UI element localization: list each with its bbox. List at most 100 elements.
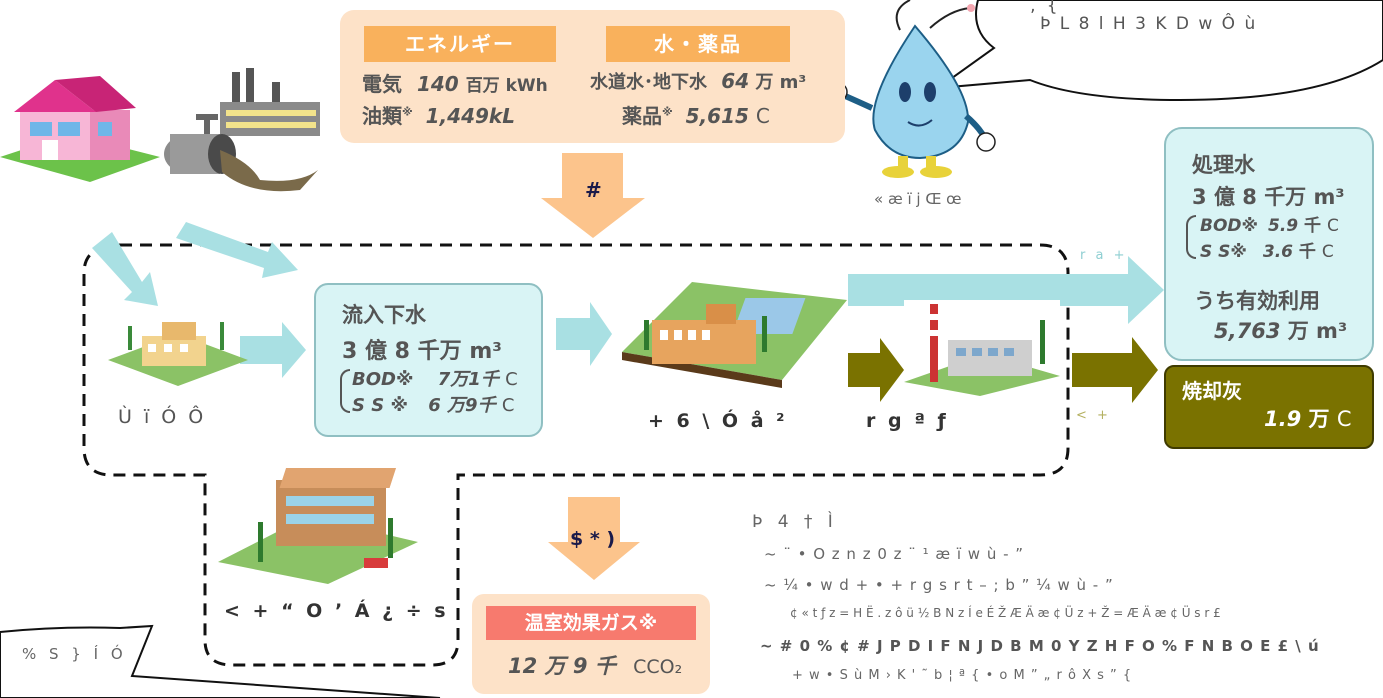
- electricity-unit: 百万 kWh: [465, 76, 548, 96]
- incinerator-illustration: [904, 300, 1060, 396]
- influent-box: 流入下水 3 億 8 千万 m³ BOD※ 7万1千 C S S ※ 6 万9千…: [314, 283, 543, 437]
- treated-ss-row: S S※ 3.6 千 C: [1200, 237, 1334, 262]
- ash-value-row: 1.9 万 C: [1264, 403, 1352, 433]
- influent-ss-unit: C: [501, 395, 515, 416]
- treated-ss-value: 3.6: [1262, 242, 1293, 262]
- influent-volume-b: 億: [364, 339, 387, 364]
- notes-line2: ~ ¼ • w d + • + r g s r t – ; b ” ¼ w ù …: [764, 576, 1114, 594]
- influent-title: 流入下水: [342, 303, 426, 327]
- mascot-balloon: [934, 0, 1383, 102]
- influent-bracket: [340, 369, 350, 413]
- chem-line: 薬品※ 5,615 C: [622, 100, 770, 129]
- water-drop-mascot-icon: [830, 0, 996, 178]
- treated-ss-label: S S※: [1200, 242, 1247, 262]
- flow-label-lower: < +: [1076, 408, 1111, 423]
- treated-volume: 3 億 8 千万 m³: [1192, 181, 1345, 211]
- treated-reuse-row: 5,763 万 m³: [1214, 315, 1347, 345]
- ash-value: 1.9: [1264, 407, 1302, 431]
- ghg-value-row: 12 万 9 千 CCO₂: [508, 650, 682, 680]
- treated-bod-unit2: C: [1326, 216, 1339, 236]
- notes-heading: Þ 4 † Ì: [752, 512, 838, 532]
- process-boundary: [82, 243, 1070, 667]
- influent-ss-value: 6 万9千: [428, 395, 496, 416]
- treatment-plant-illustration: [622, 282, 847, 388]
- treated-bod-label: BOD※: [1200, 216, 1259, 236]
- treated-ss-unit2: C: [1321, 242, 1334, 262]
- treated-volume-d: 千万 m³: [1264, 185, 1345, 209]
- oil-line: 油類※ 1,449kL: [362, 100, 515, 129]
- pump-station-illustration: [108, 322, 248, 386]
- house-factory-illustration: [0, 68, 320, 192]
- bottom-balloon-text: % S } Í Ó: [22, 645, 127, 663]
- water-unit: 万 m³: [755, 72, 807, 93]
- chem-note-mark: ※: [662, 105, 673, 119]
- treated-bod-unit: 千: [1304, 216, 1322, 236]
- electricity-name: 電気: [362, 72, 402, 96]
- incinerator-caption: r g ª ƒ: [866, 410, 949, 432]
- notes-line3: ¢ « t ƒ z = H Ë . z ô ü ½ B N z Í e É Ž …: [790, 606, 1221, 620]
- ghg-label: 温室効果ガス※: [486, 606, 696, 640]
- ash-title: 焼却灰: [1182, 379, 1242, 403]
- mascot-balloon-line2: Þ L 8 l H 3 K D w Ô ù: [1040, 14, 1258, 34]
- treated-water-arrow: [848, 256, 1164, 324]
- influent-ss-label: S S ※: [352, 395, 408, 416]
- treated-bracket: [1186, 215, 1196, 259]
- influent-bod-unit: C: [505, 369, 518, 390]
- ghg-value: 12 万 9 千: [508, 654, 616, 678]
- treated-volume-c: 8: [1242, 185, 1257, 209]
- influent-volume-a: 3: [342, 339, 358, 364]
- treated-volume-a: 3: [1192, 185, 1207, 209]
- input-arrow-text: #: [585, 178, 602, 202]
- notes-line1: ~ ¨ • O z n z 0 z ¨ ¹ æ ï w ù - ”: [764, 545, 1025, 563]
- treated-reuse-title: うち有効利用: [1194, 289, 1320, 313]
- treated-title: 処理水: [1192, 153, 1255, 177]
- chem-name: 薬品: [622, 104, 662, 128]
- chem-value: 5,615: [685, 104, 749, 128]
- treated-water-box: 処理水 3 億 8 千万 m³ BOD※ 5.9 千 C S S※ 3.6 千 …: [1164, 127, 1374, 361]
- water-name: 水道水･地下水: [590, 72, 707, 93]
- water-chem-label: 水・薬品: [606, 26, 790, 62]
- incineration-ash-box: 焼却灰 1.9 万 C: [1164, 365, 1374, 449]
- treatment-plant-caption: + 6 \ Ó å ²: [648, 410, 788, 432]
- ash-unit2: C: [1336, 407, 1352, 431]
- ghg-arrow-text: $ * ): [570, 528, 616, 550]
- mascot-balloon-line1: ‚ {: [1030, 0, 1061, 16]
- source-arrow-2: [176, 222, 298, 278]
- water-line: 水道水･地下水 64 万 m³: [590, 68, 806, 94]
- bottom-balloon: [0, 624, 441, 698]
- ghg-unit: CCO₂: [633, 656, 683, 678]
- oil-name: 油類: [362, 104, 402, 128]
- influent-bod-value: 7万1千: [437, 369, 499, 390]
- treated-reuse-value: 5,763: [1214, 319, 1281, 343]
- notes-line4: ~ # 0 % ¢ # J P D I F N J D B M 0 Y Z H …: [760, 637, 1320, 655]
- oil-note-mark: ※: [402, 105, 413, 119]
- influent-bod-row: BOD※ 7万1千 C: [352, 365, 518, 391]
- ghg-down-arrow: [548, 497, 640, 580]
- input-resources-box: エネルギー 水・薬品 電気 140 百万 kWh 油類※ 1,449kL 水道水…: [340, 10, 845, 143]
- treated-bod-value: 5.9: [1267, 216, 1299, 236]
- sludge-center-caption: < + “ O ’ Á ¿ ÷ s: [224, 600, 449, 622]
- ash-unit: 万: [1308, 407, 1330, 431]
- influent-volume-c: 8: [394, 339, 410, 364]
- energy-label: エネルギー: [364, 26, 556, 62]
- treated-volume-b: 億: [1213, 185, 1235, 209]
- influent-volume-d: 千万 m³: [417, 339, 502, 364]
- influent-arrow: [240, 322, 306, 378]
- electricity-value: 140: [416, 72, 459, 96]
- plant-arrow: [556, 302, 612, 366]
- electricity-line: 電気 140 百万 kWh: [362, 68, 548, 97]
- influent-bod-label: BOD※: [352, 369, 414, 390]
- treated-reuse-unit: 万 m³: [1287, 319, 1348, 343]
- influent-ss-row: S S ※ 6 万9千 C: [352, 391, 514, 417]
- sludge-arrow: [848, 338, 904, 402]
- flow-label-upper: r a +: [1080, 248, 1128, 263]
- pump-station-caption: Ù ï Ó Ô: [118, 406, 207, 428]
- ash-arrow: [1072, 337, 1158, 403]
- mascot-caption: « æ ï j Œ œ: [874, 190, 962, 208]
- input-down-arrow: [541, 153, 645, 238]
- treated-bod-row: BOD※ 5.9 千 C: [1200, 211, 1339, 236]
- oil-value: 1,449kL: [425, 104, 515, 128]
- ghg-box: 温室効果ガス※ 12 万 9 千 CCO₂: [472, 594, 710, 694]
- notes-line5: + w • S ù M › K ' ˜ b ¦ ª { • o M ” „ r …: [792, 668, 1133, 683]
